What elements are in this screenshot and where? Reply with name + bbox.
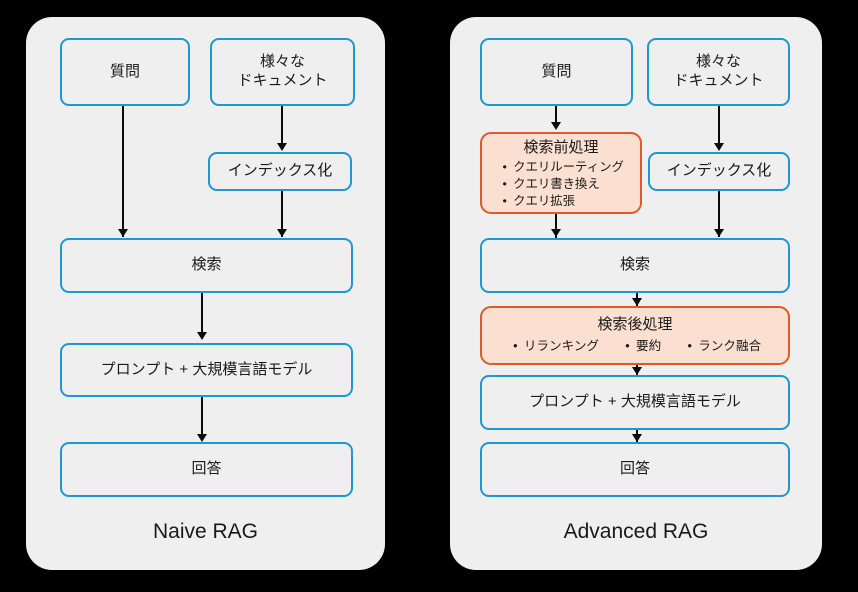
node-post-retrieval-label: 検索後処理 (597, 315, 673, 333)
panel-naive-rag: 質問 様々な ドキュメント インデックス化 検索 プロンプト + 大規模言語モデ… (26, 17, 385, 570)
arrowhead-question-to-pre-retrieval (551, 122, 561, 130)
arrowhead-indexing-to-retrieval (277, 229, 287, 237)
node-pre-retrieval-label: 検索前処理 (523, 139, 599, 156)
connector-documents-to-indexing (718, 85, 720, 145)
list-item: 要約 (621, 338, 661, 355)
list-item: リランキング (509, 338, 599, 355)
node-retrieval[interactable]: 検索 (480, 238, 790, 293)
arrowhead-pre-retrieval-to-retrieval (551, 229, 561, 237)
node-retrieval-label: 検索 (619, 256, 650, 274)
node-prompt-llm[interactable]: プロンプト + 大規模言語モデル (480, 375, 790, 430)
node-retrieval-label: 検索 (191, 256, 222, 274)
node-answer[interactable]: 回答 (60, 442, 353, 497)
arrowhead-indexing-to-retrieval (714, 229, 724, 237)
connector-indexing-to-retrieval (718, 189, 720, 237)
connector-retrieval-to-prompt (201, 291, 203, 335)
node-indexing[interactable]: インデックス化 (208, 152, 352, 191)
node-question-label: 質問 (541, 62, 572, 80)
connector-indexing-to-retrieval (281, 189, 283, 237)
node-documents[interactable]: 様々な ドキュメント (210, 38, 355, 106)
node-post-retrieval[interactable]: 検索後処理 リランキング 要約 ランク融合 (480, 306, 790, 365)
pre-retrieval-item-list: クエリルーティング クエリ書き換え クエリ拡張 (498, 159, 624, 210)
node-documents-label: 様々な ドキュメント (237, 53, 328, 89)
panel-advanced-rag: 質問 様々な ドキュメント 検索前処理 クエリルーティング クエリ書き換え クエ… (450, 17, 822, 570)
node-documents-label: 様々な ドキュメント (673, 53, 764, 89)
arrowhead-documents-to-indexing (714, 143, 724, 151)
arrowhead-post-retrieval-to-prompt (632, 367, 642, 375)
node-prompt-llm-label: プロンプト + 大規模言語モデル (100, 360, 313, 378)
node-prompt-llm[interactable]: プロンプト + 大規模言語モデル (60, 343, 353, 397)
node-pre-retrieval[interactable]: 検索前処理 クエリルーティング クエリ書き換え クエリ拡張 (480, 132, 642, 214)
panel-naive-rag-title: Naive RAG (152, 520, 259, 543)
node-question-label: 質問 (109, 62, 140, 80)
node-answer-label: 回答 (619, 460, 650, 478)
post-retrieval-item-list: リランキング 要約 ランク融合 (509, 338, 761, 355)
arrowhead-question-to-retrieval (118, 229, 128, 237)
node-indexing[interactable]: インデックス化 (648, 152, 790, 191)
arrowhead-prompt-to-answer (197, 434, 207, 442)
connector-pre-retrieval-to-retrieval (555, 214, 557, 238)
list-item: ランク融合 (683, 338, 761, 355)
node-prompt-llm-label: プロンプト + 大規模言語モデル (529, 393, 741, 411)
node-indexing-label: インデックス化 (227, 162, 333, 180)
node-retrieval[interactable]: 検索 (60, 238, 353, 293)
list-item: クエリ書き換え (498, 176, 624, 193)
node-answer[interactable]: 回答 (480, 442, 790, 497)
arrowhead-retrieval-to-prompt (197, 332, 207, 340)
arrowhead-prompt-to-answer (632, 434, 642, 442)
list-item: クエリ拡張 (498, 193, 624, 210)
arrowhead-documents-to-indexing (277, 143, 287, 151)
connector-documents-to-indexing (281, 85, 283, 145)
connector-question-to-retrieval (122, 85, 124, 237)
connector-prompt-to-answer (201, 395, 203, 439)
node-documents[interactable]: 様々な ドキュメント (647, 38, 790, 106)
node-question[interactable]: 質問 (480, 38, 633, 106)
node-answer-label: 回答 (191, 460, 222, 478)
arrowhead-retrieval-to-post-retrieval (632, 298, 642, 306)
list-item: クエリルーティング (498, 159, 624, 176)
node-question[interactable]: 質問 (60, 38, 190, 106)
panel-advanced-rag-title: Advanced RAG (563, 520, 709, 543)
node-indexing-label: インデックス化 (666, 162, 772, 180)
